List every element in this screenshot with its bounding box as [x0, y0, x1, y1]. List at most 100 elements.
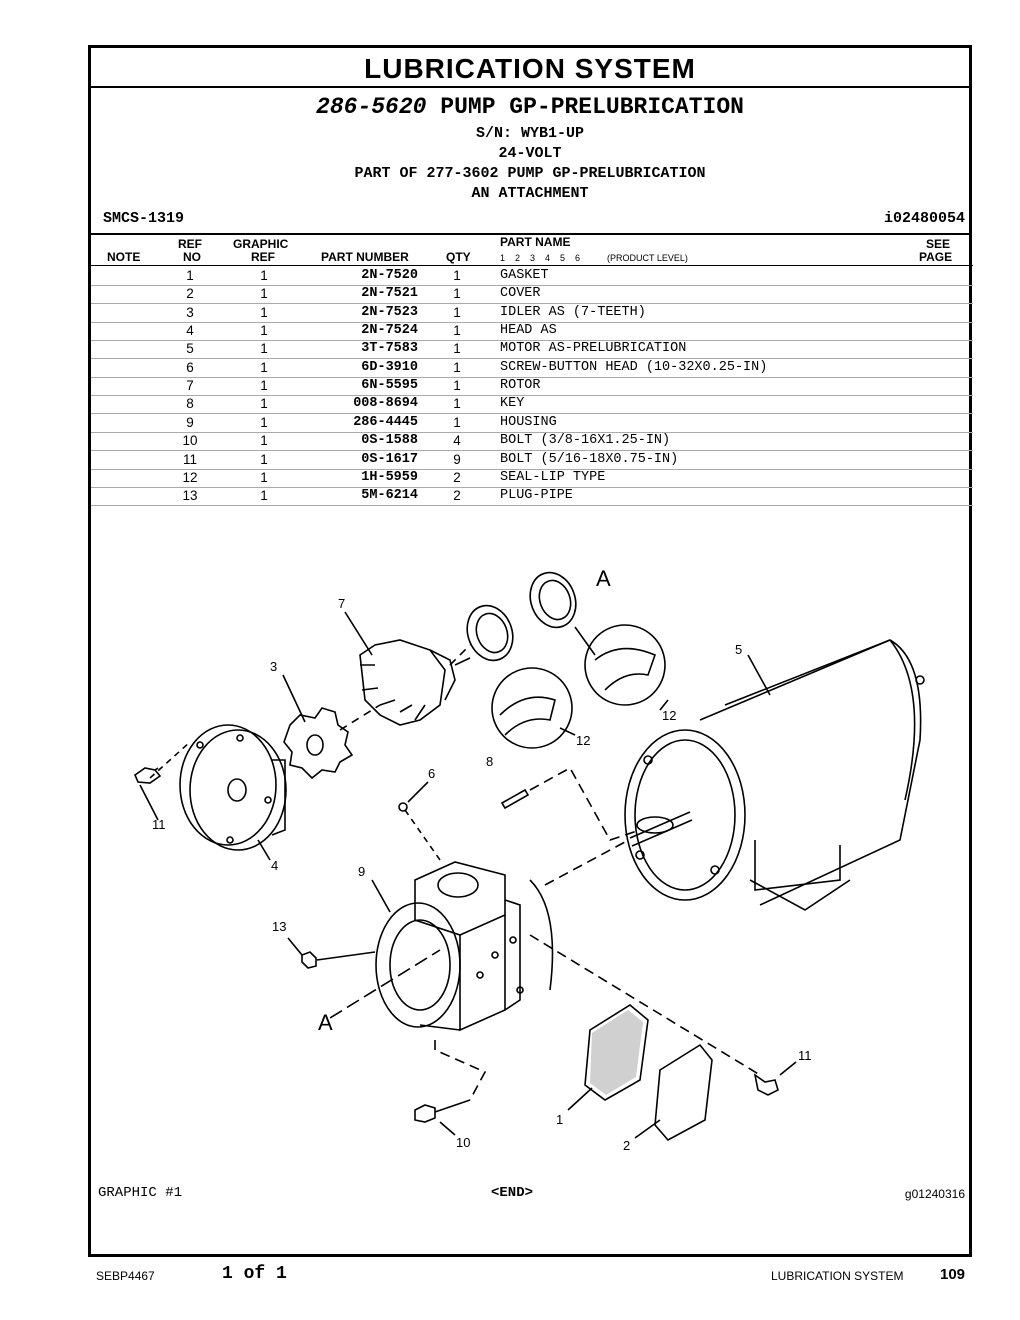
ref-cell: 3 — [186, 304, 194, 320]
graphic-ref-cell: 1 — [260, 341, 268, 357]
cover-part — [654, 1043, 713, 1142]
part-name-cell: PLUG-PIPE — [500, 488, 573, 504]
graphic-label: GRAPHIC #1 — [98, 1185, 183, 1201]
col-product-levels: 1 2 3 4 5 6 — [500, 253, 581, 263]
qty-cell: 2 — [453, 488, 461, 504]
motor-part — [624, 639, 925, 911]
section-title-bar: LUBRICATION SYSTEM — [91, 48, 969, 88]
header-rule — [91, 265, 973, 266]
part-number-cell: 6N-5595 — [361, 378, 418, 394]
callout-3: 3 — [270, 659, 277, 674]
bolt-part — [134, 767, 162, 784]
part-of: PART OF 277-3602 PUMP GP-PRELUBRICATION — [354, 165, 706, 182]
col-part-number: PART NUMBER — [321, 250, 409, 264]
part-name-cell: KEY — [500, 396, 525, 412]
col-product-level-label: (PRODUCT LEVEL) — [607, 253, 688, 263]
callout-8: 8 — [486, 754, 493, 769]
ref-cell: 7 — [186, 378, 194, 394]
ref-cell: 8 — [186, 396, 194, 412]
ref-cell: 13 — [182, 488, 198, 504]
group-number: 286-5620 — [316, 94, 427, 120]
part-number-cell: 2N-7520 — [361, 268, 418, 283]
callout-11a: 11 — [152, 817, 166, 832]
callout-6: 6 — [428, 766, 435, 781]
part-number-cell: 3T-7583 — [361, 341, 418, 357]
qty-cell: 1 — [453, 414, 461, 430]
part-name-cell: BOLT (5/16-18X0.75-IN) — [500, 451, 679, 467]
table-row: 13 1 5M-6214 2 PLUG-PIPE — [91, 487, 973, 507]
ref-cell: 6 — [186, 359, 194, 375]
plug-part — [301, 951, 317, 969]
bolt-part — [753, 1073, 779, 1096]
serial-range: S/N: WYB1-UP — [475, 125, 585, 142]
section-title: LUBRICATION SYSTEM — [364, 53, 696, 84]
graphic-ref-cell: 1 — [260, 359, 268, 375]
callout-10: 10 — [456, 1135, 470, 1150]
graphic-number: g01240316 — [904, 1187, 965, 1201]
screw-part — [398, 802, 408, 812]
ref-cell: 11 — [182, 451, 197, 467]
callout-a-bottom: A — [318, 1010, 333, 1035]
part-name-cell: COVER — [500, 286, 541, 302]
smcs-code: SMCS-1319 — [103, 210, 185, 227]
qty-cell: 1 — [453, 378, 461, 394]
qty-cell: 1 — [453, 268, 461, 283]
idler-gear-part — [283, 707, 354, 780]
seal-part — [466, 571, 666, 749]
ref-cell: 1 — [186, 268, 194, 283]
graphic-ref-cell: 1 — [260, 268, 268, 283]
graphic-ref-cell: 1 — [260, 433, 268, 449]
graphic-ref-cell: 1 — [260, 396, 268, 412]
part-name-cell: BOLT (3/8-16X1.25-IN) — [500, 433, 671, 449]
col-ref-top: REF — [178, 237, 202, 251]
part-number-cell: 286-4445 — [353, 414, 418, 430]
col-graphic-top: GRAPHIC — [233, 237, 289, 251]
part-name-cell: ROTOR — [500, 378, 541, 394]
graphic-ref-cell: 1 — [260, 323, 268, 339]
key-part — [500, 788, 530, 810]
rotor-part — [359, 639, 471, 726]
group-name: PUMP GP-PRELUBRICATION — [440, 94, 744, 120]
part-number-cell: 008-8694 — [353, 396, 418, 412]
qty-cell: 1 — [453, 341, 461, 357]
col-part-name: PART NAME — [500, 235, 571, 249]
part-number-cell: 1H-5959 — [361, 469, 418, 485]
ref-cell: 9 — [186, 414, 194, 430]
doc-number: SEBP4467 — [96, 1269, 155, 1283]
col-graphic-bottom: REF — [251, 250, 275, 264]
part-number-cell: 5M-6214 — [361, 488, 418, 504]
callout-5: 5 — [735, 642, 742, 657]
voltage: 24-VOLT — [498, 145, 562, 162]
qty-cell: 2 — [453, 469, 461, 485]
graphic-ref-cell: 1 — [260, 488, 268, 504]
callout-9: 9 — [358, 864, 365, 879]
callout-1: 1 — [556, 1112, 563, 1127]
graphic-ref-cell: 1 — [260, 378, 268, 394]
end-label: <END> — [491, 1185, 534, 1201]
callout-11b: 11 — [798, 1048, 812, 1063]
part-name-cell: HEAD AS — [500, 323, 557, 339]
qty-cell: 1 — [453, 286, 461, 302]
graphic-ref-cell: 1 — [260, 451, 268, 467]
page-of: 1 of 1 — [222, 1264, 287, 1284]
ref-cell: 10 — [182, 433, 198, 449]
col-see-bottom: PAGE — [919, 250, 953, 264]
col-see-top: SEE — [926, 237, 951, 251]
col-note: NOTE — [107, 250, 141, 264]
graphic-ref-cell: 1 — [260, 414, 268, 430]
qty-cell: 1 — [453, 359, 461, 375]
gasket-part — [584, 1004, 649, 1101]
part-number-cell: 0S-1588 — [361, 433, 418, 449]
part-number-cell: 0S-1617 — [361, 451, 418, 467]
callout-12b: 12 — [576, 733, 590, 748]
ref-cell: 4 — [186, 323, 194, 339]
